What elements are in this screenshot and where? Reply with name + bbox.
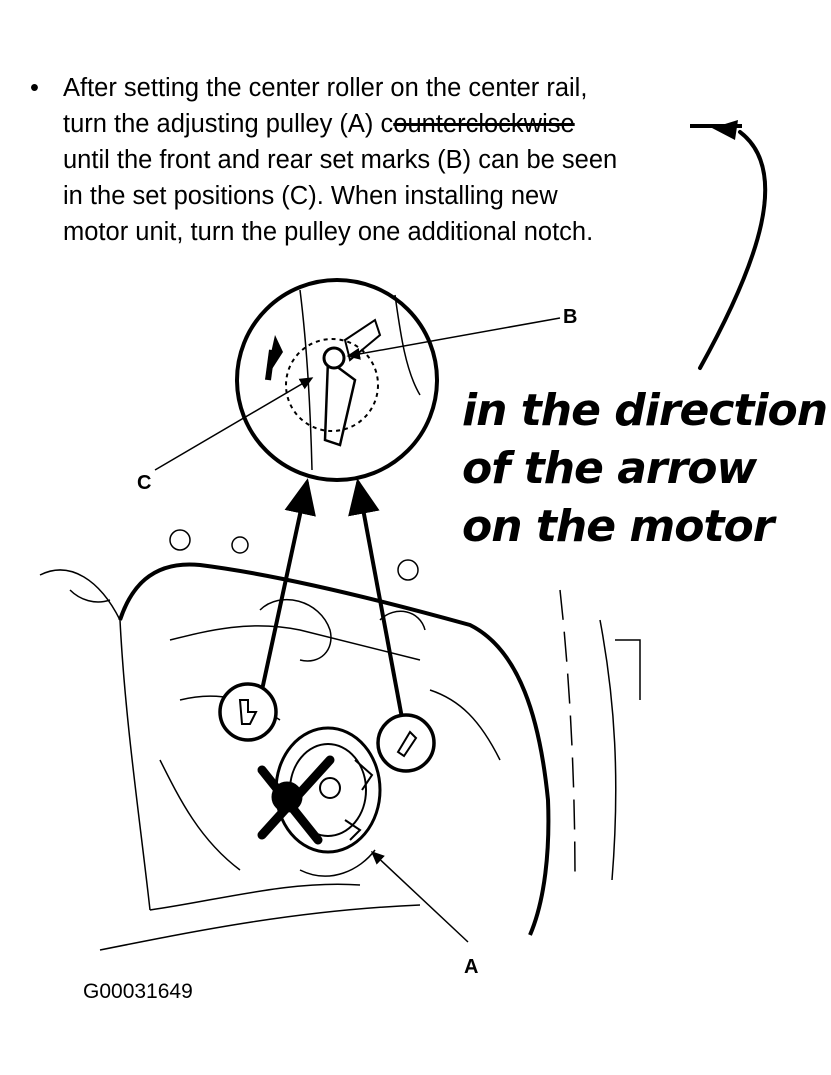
callout-a: A bbox=[464, 956, 479, 978]
note-line-3: on the motor bbox=[462, 501, 774, 552]
instruction-line-1: After setting the center roller on the c… bbox=[63, 74, 588, 102]
rear-set-mark-circle bbox=[376, 713, 436, 773]
note-line-1: in the direction bbox=[462, 385, 828, 436]
leader-b bbox=[346, 317, 561, 360]
bullet-point: • bbox=[30, 74, 39, 102]
leader-a bbox=[370, 850, 469, 943]
handwritten-note: in the direction of the arrow on the mot… bbox=[462, 382, 828, 556]
figure-id: G00031649 bbox=[83, 980, 193, 1003]
instruction-line-3: until the front and rear set marks (B) c… bbox=[63, 146, 618, 174]
instruction-line-2: turn the adjusting pulley (A) counterclo… bbox=[63, 106, 720, 142]
leader-c bbox=[154, 377, 314, 471]
pointer-front-mark bbox=[260, 478, 316, 691]
front-set-mark-circle bbox=[218, 682, 278, 742]
instruction-text: • After setting the center roller on the… bbox=[30, 70, 720, 250]
handwritten-curved-arrow bbox=[690, 120, 768, 370]
instruction-line-4: in the set positions (C). When installin… bbox=[63, 182, 558, 210]
callout-b: B bbox=[563, 306, 578, 328]
callout-c: C bbox=[137, 472, 152, 494]
motor-housing bbox=[39, 529, 641, 951]
note-line-2: of the arrow bbox=[462, 443, 757, 494]
instruction-line-2-text: turn the adjusting pulley (A) c bbox=[63, 110, 394, 138]
handwritten-x-mark bbox=[257, 755, 335, 845]
detail-magnified-view bbox=[235, 278, 439, 482]
struck-out-word: ounterclockwise bbox=[393, 110, 575, 138]
instruction-line-5: motor unit, turn the pulley one addition… bbox=[63, 218, 594, 246]
